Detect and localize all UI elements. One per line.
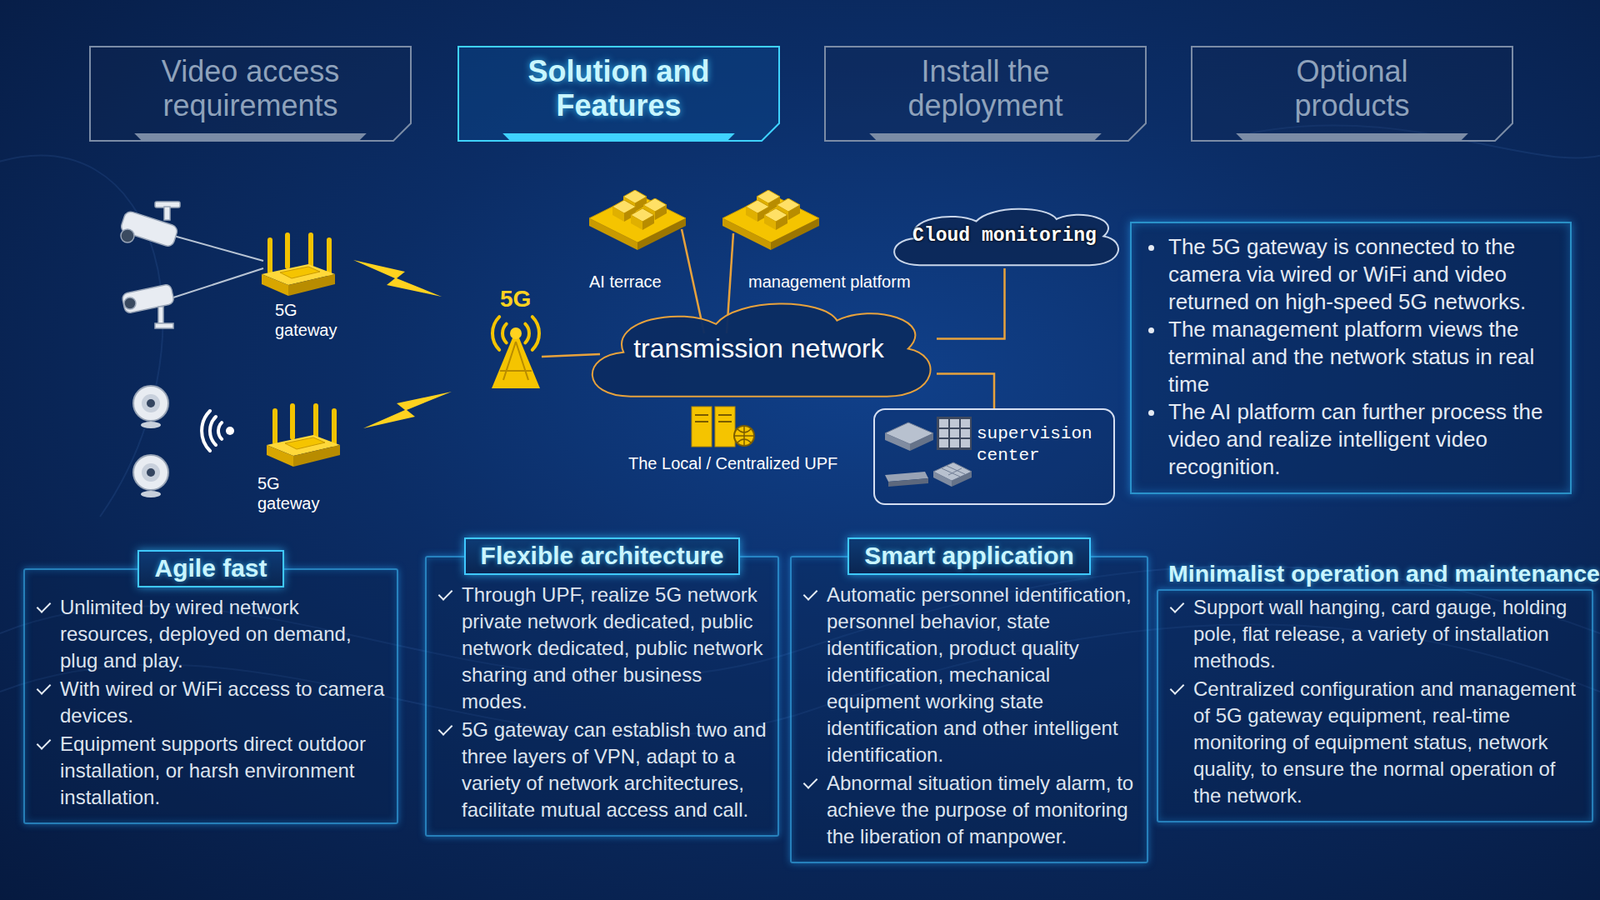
webcam	[133, 385, 169, 429]
section-tab: Solution and Features	[457, 45, 780, 142]
section-tab: Video access requirements	[89, 45, 412, 142]
bullet-item: The 5G gateway is connected to the camer…	[1168, 233, 1557, 316]
panel-heading-row: Smart application	[801, 537, 1137, 575]
tab-label: Solution and Features	[512, 54, 725, 124]
tab-outline	[825, 46, 1146, 141]
wifi-symbol	[201, 410, 235, 451]
camera-links	[170, 235, 264, 299]
check-item: Automatic personnel identification, pers…	[801, 581, 1137, 769]
feature-panel: Flexible architectureThrough UPF, realiz…	[425, 537, 780, 837]
panel-heading: Smart application	[847, 537, 1091, 575]
check-item: Equipment supports direct outdoor instal…	[35, 730, 387, 811]
network-cloud: transmission network	[580, 295, 937, 402]
panel-heading-row: Minimalist operation and maintenance	[1168, 560, 1582, 588]
webcam	[133, 455, 169, 498]
cloud-label: Cloud monitoring	[912, 225, 1097, 247]
check-item: Unlimited by wired network resources, de…	[35, 594, 387, 675]
5g-gateway-icon	[266, 403, 340, 467]
section-tab: Optional products	[1190, 45, 1514, 142]
check-item: 5G gateway can establish two and three l…	[436, 716, 768, 824]
cloud-outline	[592, 303, 931, 396]
supervision-label: supervision center	[976, 423, 1102, 468]
check-item: Support wall hanging, card gauge, holdin…	[1168, 594, 1582, 675]
bullet-camera	[121, 283, 175, 329]
lightning-bolt	[353, 260, 442, 297]
platform-label: management platform	[748, 271, 911, 292]
tab-outline	[90, 46, 411, 141]
check-item: Abnormal situation timely alarm, to achi…	[801, 770, 1137, 850]
upf-server-icon	[691, 406, 755, 447]
feature-panel: Agile fastUnlimited by wired network res…	[23, 550, 399, 825]
tab-bar	[134, 133, 367, 140]
tab-bar	[1235, 133, 1469, 140]
panel-heading: Agile fast	[137, 550, 284, 588]
5g-tower	[491, 316, 540, 389]
feature-panel: Smart applicationAutomatic personnel ide…	[790, 537, 1149, 864]
panel-heading-row: Flexible architecture	[436, 537, 768, 575]
device-label: 5G gateway	[275, 300, 350, 340]
section-tab: Install the deployment	[824, 45, 1147, 142]
network-label: 5G	[500, 285, 531, 313]
device-label: 5G gateway	[257, 473, 333, 514]
tab-outline	[458, 46, 780, 141]
ai-platform-icon	[589, 190, 686, 250]
check-item: Through UPF, realize 5G network private …	[436, 581, 768, 715]
5g-gateway-icon	[261, 232, 335, 296]
feature-panel: Minimalist operation and maintenanceSupp…	[1156, 560, 1594, 823]
management-platform-icon	[722, 190, 820, 250]
tab-bar	[869, 133, 1102, 140]
wire	[170, 235, 264, 261]
check-item: Centralized configuration and management…	[1168, 675, 1582, 810]
bullet-item: The AI platform can further process the …	[1168, 398, 1557, 481]
tab-outline	[1191, 46, 1513, 141]
bullet-camera	[120, 201, 180, 248]
check-item: With wired or WiFi access to camera devi…	[35, 675, 387, 730]
upf-label: The Local / Centralized UPF	[628, 453, 838, 474]
wire	[170, 268, 264, 299]
backhaul-link	[541, 354, 600, 357]
lightning-bolt	[363, 391, 452, 429]
tab-label: Video access requirements	[144, 54, 357, 124]
cloud-node: Cloud monitoring	[886, 204, 1123, 269]
tab-label: Install the deployment	[879, 54, 1092, 124]
feature-list-box: The 5G gateway is connected to the camer…	[1130, 221, 1572, 495]
panel-heading-row: Agile fast	[35, 550, 387, 588]
connector-line	[936, 268, 1005, 340]
tab-label: Optional products	[1245, 54, 1459, 124]
cloud-label: transmission network	[633, 333, 885, 365]
connector-line	[936, 374, 995, 410]
cloud-outline	[894, 209, 1119, 265]
platform-label: AI terrace	[589, 271, 662, 292]
panel-heading: Flexible architecture	[464, 537, 741, 575]
panel-heading: Minimalist operation and maintenance	[1168, 560, 1600, 588]
supervision-box: supervision center	[873, 408, 1115, 505]
tab-bar	[502, 133, 735, 140]
bullet-item: The management platform views the termin…	[1168, 315, 1557, 399]
